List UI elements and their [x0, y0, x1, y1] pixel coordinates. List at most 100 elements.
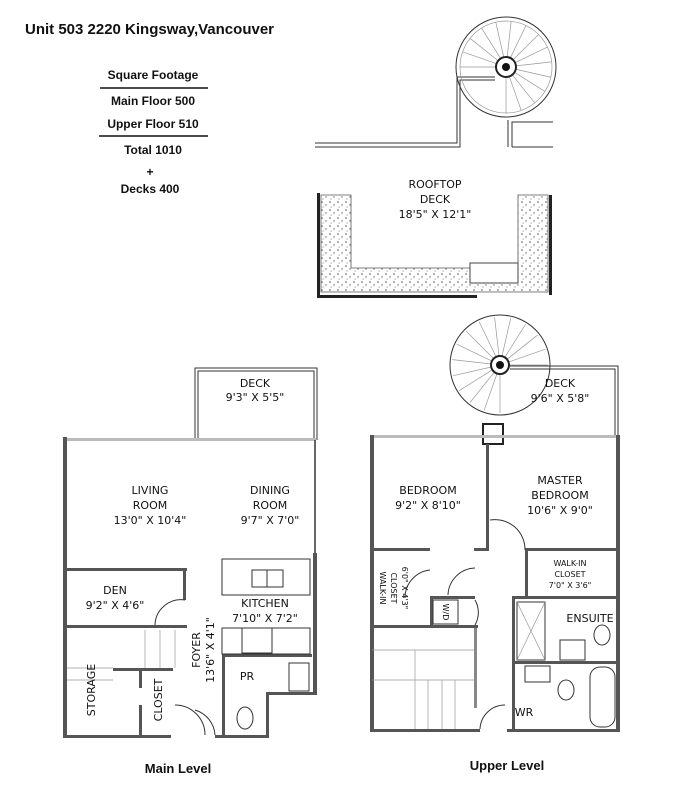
kitchen-dims: 7'10" X 7'2"	[232, 612, 298, 625]
window-wall	[64, 438, 316, 441]
sqft-total: Total 1010	[124, 143, 182, 157]
shower	[516, 601, 546, 661]
stair-tread	[504, 324, 526, 358]
stair-tread	[501, 318, 512, 357]
foyer-label: FOYER	[190, 632, 203, 668]
stair-tread	[481, 27, 501, 59]
walkin-closet-dims: 7'0" X 3'6"	[549, 581, 592, 590]
stair-tread	[514, 72, 546, 92]
stair-tread	[514, 46, 548, 63]
closet-label: CLOSET	[152, 678, 165, 721]
post	[482, 423, 504, 445]
kitchen-counter	[221, 558, 311, 596]
wall	[315, 79, 495, 148]
stair-pole	[502, 63, 510, 71]
upper-deck-dims: 9'6" X 5'8"	[531, 392, 590, 405]
stair-tread	[478, 321, 497, 358]
ensuite-sink	[559, 639, 586, 661]
door-swing	[404, 519, 526, 730]
upper-level-plan: DECK 9'6" X 5'8" BEDROOM 9'2" X 8'10" MA…	[370, 314, 620, 773]
bedroom-dims: 9'2" X 8'10"	[395, 499, 461, 512]
bench	[469, 262, 519, 284]
foyer-dims: 13'6" X 4'1"	[204, 617, 217, 683]
rooftop-deck-label: ROOFTOP	[408, 178, 461, 191]
wall	[507, 120, 553, 148]
listing-title: Unit 503 2220 Kingsway,Vancouver	[25, 21, 274, 38]
toilet	[557, 679, 575, 701]
master-bedroom-label: BEDROOM	[531, 489, 588, 502]
wall	[315, 76, 495, 144]
dining-room-dims: 9'7" X 7'0"	[241, 514, 300, 527]
stair-tread	[483, 373, 498, 411]
stair-tread	[515, 68, 551, 78]
bathtub	[589, 666, 616, 728]
stair-tread	[508, 348, 546, 363]
toilet	[236, 706, 254, 730]
toilet	[593, 624, 611, 646]
washer-dryer-label: W/D	[441, 604, 450, 621]
rooftop-deck: ROOFTOP DECK 18'5" X 12'1"	[317, 178, 552, 298]
stair-tread	[452, 359, 492, 365]
stair-tread	[512, 34, 539, 61]
main-deck-dims: 9'3" X 5'5"	[226, 391, 285, 404]
upper-level-caption: Upper Level	[470, 758, 544, 773]
walkin-closet-label: CLOSET	[389, 572, 398, 603]
dining-room-label: ROOM	[253, 499, 287, 512]
window-wall	[372, 435, 618, 438]
stair-tread	[456, 343, 493, 362]
spiral-stair	[455, 16, 557, 118]
door-swing	[154, 599, 186, 626]
stair-tread	[510, 25, 527, 59]
rooftop-deck-dims: 18'5" X 12'1"	[399, 208, 472, 221]
wall	[63, 437, 67, 737]
master-bedroom-label: MASTER	[537, 474, 583, 487]
pr-sink	[288, 662, 310, 692]
square-footage-table: Square Footage Main Floor 500 Upper Floo…	[99, 68, 208, 196]
living-room-label: LIVING	[132, 484, 169, 497]
sqft-main-floor: Main Floor 500	[111, 94, 195, 108]
storage-label: STORAGE	[85, 664, 98, 716]
sqft-upper-floor: Upper Floor 510	[107, 117, 199, 131]
stair-tread	[494, 317, 500, 357]
sqft-decks: Decks 400	[121, 182, 180, 196]
stair-tread	[508, 76, 522, 111]
stair-tread	[453, 366, 492, 377]
walkin-closet-dims: 6'0" X 4'3"	[400, 567, 409, 610]
stairs	[67, 630, 176, 681]
stair-pole	[496, 361, 504, 369]
sqft-heading: Square Footage	[108, 68, 199, 82]
den-dims: 9'2" X 4'6"	[86, 599, 145, 612]
master-bedroom-dims: 10'6" X 9'0"	[527, 504, 593, 517]
stair-tread	[462, 51, 497, 65]
stair-tread	[495, 22, 505, 58]
sqft-plus: +	[146, 165, 153, 179]
washroom-label: WR	[515, 706, 534, 719]
stair-tread	[506, 21, 512, 58]
den-label: DEN	[103, 584, 127, 597]
stair-tread	[465, 330, 494, 359]
stair-tread	[469, 371, 495, 403]
main-level-caption: Main Level	[145, 761, 211, 776]
walkin-closet-label: WALK-IN	[378, 571, 387, 604]
rooftop-stair-access	[315, 16, 557, 148]
deck-railing	[510, 365, 619, 437]
walkin-closet-label: CLOSET	[554, 570, 585, 579]
stairs	[372, 649, 474, 729]
upper-deck-label: DECK	[545, 377, 576, 390]
bedroom-label: BEDROOM	[399, 484, 456, 497]
living-room-label: ROOM	[133, 499, 167, 512]
living-room-dims: 13'0" X 10'4"	[114, 514, 187, 527]
washer-dryer	[432, 599, 459, 625]
door-swing	[174, 704, 216, 736]
main-deck-label: DECK	[240, 377, 271, 390]
stair-tread	[506, 334, 538, 360]
stair-tread	[511, 74, 535, 104]
dining-room-label: DINING	[250, 484, 290, 497]
stair-tread	[469, 38, 499, 62]
planter	[320, 194, 549, 293]
stair-tread	[515, 61, 552, 67]
wr-sink	[524, 665, 551, 683]
stair-tread	[459, 369, 493, 391]
lower-counter	[221, 627, 311, 655]
